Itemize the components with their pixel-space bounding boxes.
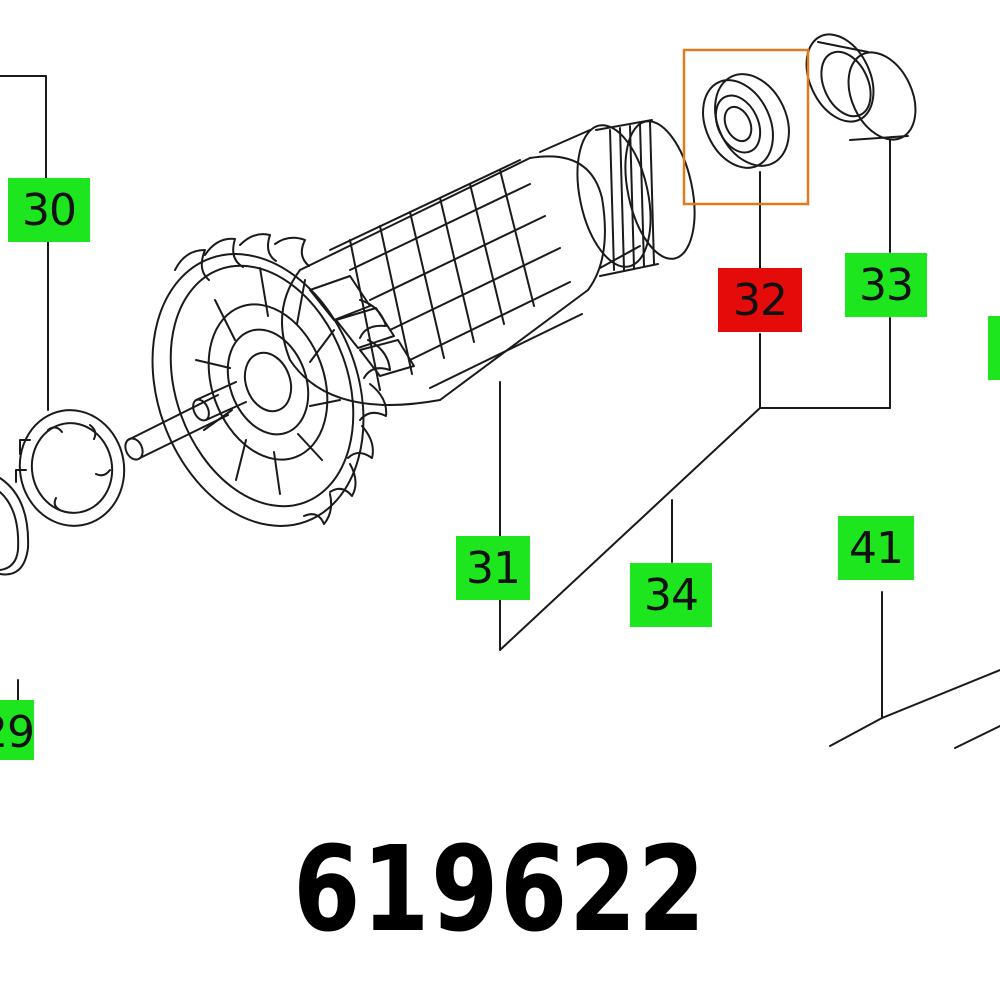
label-29[interactable]: 29 [0, 700, 34, 760]
part-number: 619622 [293, 820, 707, 958]
exploded-parts-diagram [0, 24, 1000, 749]
selection-highlight-box [682, 48, 810, 206]
label-edge-right[interactable] [988, 316, 1000, 380]
fan-blades [174, 233, 391, 525]
label-41[interactable]: 41 [838, 516, 914, 580]
retaining-ring[interactable] [11, 402, 134, 534]
ball-bearing[interactable] [690, 62, 804, 179]
label-31[interactable]: 31 [456, 536, 530, 600]
leader-line-41-right [881, 669, 1000, 749]
partial-ring [0, 477, 30, 576]
armature-body[interactable] [281, 155, 606, 406]
leader-line-31-34 [499, 407, 891, 651]
label-33[interactable]: 33 [845, 253, 927, 317]
commutator[interactable] [539, 115, 706, 277]
parts-drawing [0, 24, 1000, 749]
leader-line-41 [829, 591, 883, 747]
fan-wheel[interactable] [116, 224, 400, 556]
bearing-sleeve[interactable] [793, 24, 928, 151]
label-29-clip[interactable]: 29 [0, 700, 34, 760]
label-30[interactable]: 30 [8, 178, 90, 242]
leader-line-30 [0, 75, 47, 179]
label-34[interactable]: 34 [630, 563, 712, 627]
label-32-selected[interactable]: 32 [718, 268, 802, 332]
